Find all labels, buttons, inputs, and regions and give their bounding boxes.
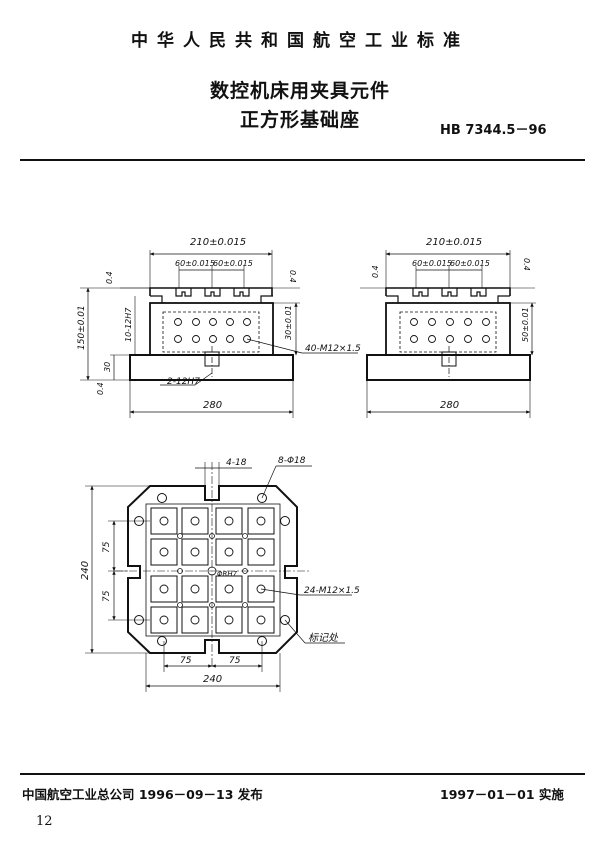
side-flatness-left: 0.4 [371,265,380,278]
issuer-line: 中国航空工业总公司 1996－09－13 发布 [22,787,263,802]
side-dim-slot-right: 60±0.015 [450,259,490,268]
front-height-block: 30±0.01 [284,305,293,340]
front-dim-slot-left: 60±0.015 [175,259,215,268]
side-flatness-right: 0.4 [522,258,531,271]
front-thread-callout: 40-M12×1.5 [305,344,361,354]
front-flatness-left: 0.4 [105,271,114,284]
plan-pitch-v2: 75 [102,590,112,602]
plan-pitch-h1: 75 [180,656,192,666]
front-base-height: 30 [103,362,112,372]
plan-pitch-h2: 75 [229,656,241,666]
front-view: 210±0.015 60±0.015 60±0.015 0.4 0.4 150±… [77,237,361,418]
standard-name: 中华人民共和国航空工业标准 [131,31,469,51]
standard-code: HB 7344.5－96 [440,123,547,138]
front-slot-width: 10-12H7 [124,307,133,342]
header-rule [20,159,585,161]
plan-pitch-v1: 75 [102,541,112,553]
effective-date: 1997－01－01 实施 [440,787,564,802]
plan-view: 4-18 8-Φ18 240 75 75 ΦRH7 24-M12×1.5 标记处… [80,456,360,692]
title-line-1: 数控机床用夹具元件 [209,80,390,102]
front-base-tolerance: 0.4 [96,382,105,395]
side-dim-total-top: 210±0.015 [426,237,482,248]
plan-center-mark: ΦRH7 [217,570,238,578]
footer-rule [20,773,585,775]
side-width: 280 [440,400,459,411]
front-dim-total-top: 210±0.015 [190,237,246,248]
side-view: 210±0.015 60±0.015 60±0.015 0.4 0.4 50±0… [360,237,536,418]
side-dim-slot-left: 60±0.015 [412,259,452,268]
page-number: 12 [36,814,53,829]
plan-hole-callout: 8-Φ18 [278,456,306,466]
plan-thread-callout: 24-M12×1.5 [304,586,360,596]
front-flatness-right: 0.4 [288,270,297,283]
front-dim-slot-right: 60±0.015 [213,259,253,268]
side-height-block: 50±0.01 [521,307,530,342]
front-bottom-slot: 2-12H7 [167,377,200,387]
plan-slot-callout: 4-18 [226,458,247,468]
plan-mark-callout: 标记处 [308,632,339,644]
plan-height-total: 240 [80,561,91,580]
plan-width-total: 240 [203,674,222,685]
title-line-2: 正方形基础座 [239,109,360,131]
front-width: 280 [203,400,222,411]
front-height-total: 150±0.01 [77,305,87,350]
